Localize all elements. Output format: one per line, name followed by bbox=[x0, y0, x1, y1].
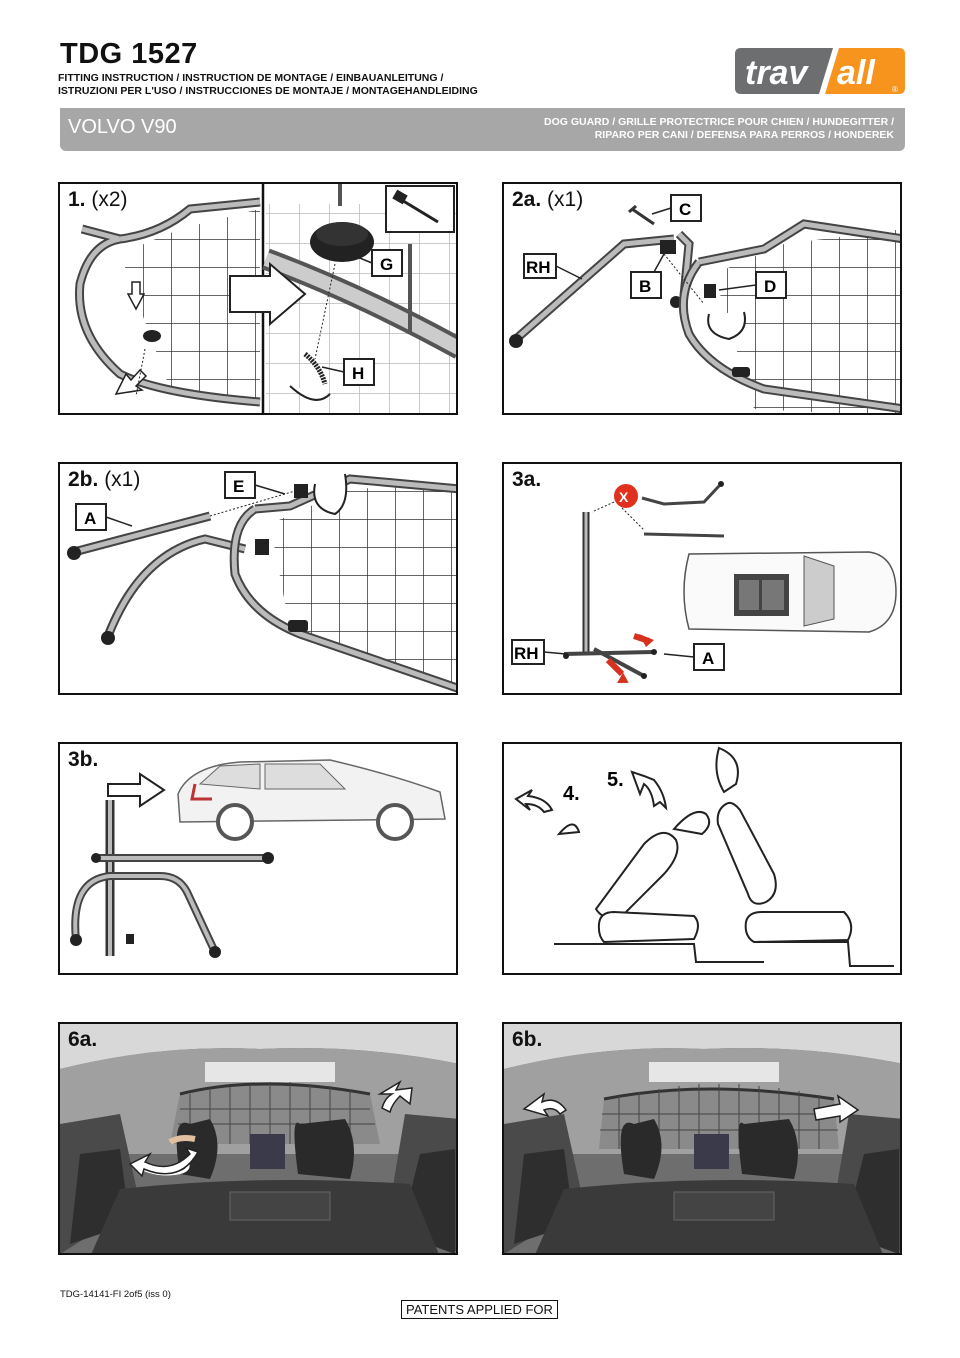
step-3b-label: 3b. bbox=[68, 748, 99, 771]
callout-E: E bbox=[233, 477, 244, 496]
logo-text-part1: trav bbox=[745, 54, 809, 92]
callout-B: B bbox=[639, 277, 651, 296]
step-4-5-panel: 4. 5. bbox=[502, 742, 902, 975]
callout-G: G bbox=[380, 255, 393, 274]
callout-A: A bbox=[702, 649, 714, 668]
step-6b-photo bbox=[504, 1024, 900, 1253]
logo-registered-mark: ® bbox=[892, 85, 898, 94]
step-2a-panel: 2a. (x1) C RH B D bbox=[502, 182, 902, 415]
step-6a-label: 6a. bbox=[68, 1028, 98, 1051]
step-3b-panel: 3b. bbox=[58, 742, 458, 975]
step-6b-label: 6b. bbox=[512, 1028, 543, 1051]
product-line-2: RIPARO PER CANI / DEFENSA PARA PERROS / … bbox=[594, 129, 894, 141]
logo-text-part2: all bbox=[837, 54, 876, 92]
subtitle-line-2: ISTRUZIONI PER L'USO / INSTRUCCIONES DE … bbox=[58, 85, 478, 97]
callout-A: A bbox=[84, 509, 96, 528]
subtitle-line-1: FITTING INSTRUCTION / INSTRUCTION DE MON… bbox=[58, 72, 444, 84]
step-2b-panel: 2b. (x1) E A bbox=[58, 462, 458, 695]
seat-illustration: 4. 5. bbox=[514, 746, 894, 967]
step-4-number: 4. bbox=[563, 783, 580, 805]
callout-RH: RH bbox=[514, 644, 539, 663]
callout-H: H bbox=[352, 364, 364, 383]
warning-x-mark: X bbox=[619, 489, 629, 505]
callout-RH: RH bbox=[526, 258, 551, 277]
step-2b-illustration: E A bbox=[67, 471, 456, 693]
step-2b-label: 2b. (x1) bbox=[68, 468, 141, 491]
step-6a-photo bbox=[60, 1024, 456, 1253]
callout-C: C bbox=[679, 200, 691, 219]
step-3a-label: 3a. bbox=[512, 468, 542, 491]
product-line-1: DOG GUARD / GRILLE PROTECTRICE POUR CHIE… bbox=[543, 116, 894, 128]
step-6a-panel: 6a. bbox=[58, 1022, 458, 1255]
step-3a-illustration: X RH A bbox=[511, 481, 897, 684]
title-bar bbox=[60, 108, 905, 151]
step-1-label: 1. (x2) bbox=[68, 188, 128, 211]
step-3b-illustration bbox=[70, 759, 446, 958]
step-1-illustration: G H bbox=[75, 184, 456, 413]
patent-notice: PATENTS APPLIED FOR bbox=[401, 1300, 558, 1319]
step-5-number: 5. bbox=[607, 769, 624, 791]
step-1-panel: 1. (x2) bbox=[58, 182, 458, 415]
step-2a-label: 2a. (x1) bbox=[512, 188, 584, 211]
step-3a-panel: 3a. X RH A bbox=[502, 462, 902, 695]
document-title: TDG 1527 bbox=[60, 38, 198, 70]
step-2a-illustration: C RH B D bbox=[509, 194, 900, 413]
document-reference: TDG-14141-FI 2of5 (iss 0) bbox=[60, 1289, 171, 1300]
callout-D: D bbox=[764, 277, 776, 296]
vehicle-name: VOLVO V90 bbox=[68, 116, 177, 138]
step-6b-panel: 6b. bbox=[502, 1022, 902, 1255]
travall-logo: trav all ® bbox=[735, 46, 905, 96]
